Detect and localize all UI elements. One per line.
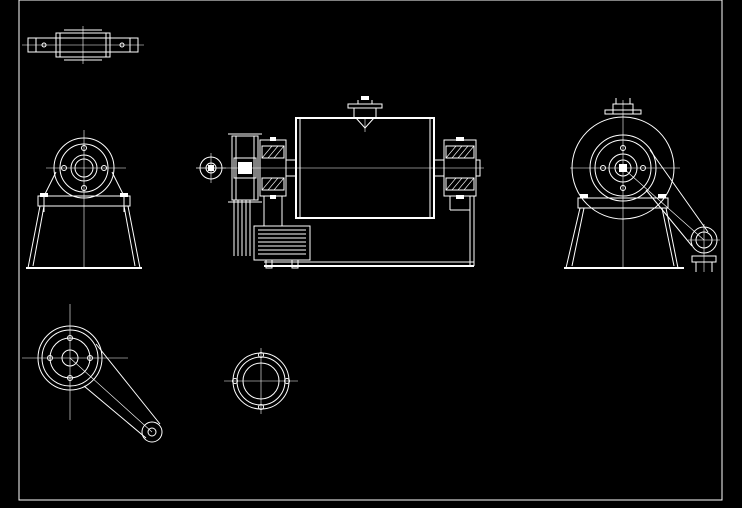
left-end-view-pedestal [26, 130, 142, 268]
drum-outer-circle [572, 117, 674, 219]
right-end-view-drive [564, 98, 720, 272]
front-elevation-cylinder [196, 96, 484, 268]
bottom-flange-view [224, 348, 298, 414]
drawing-border [19, 0, 722, 500]
motor-box [254, 226, 310, 260]
bottom-left-crank-view [22, 304, 162, 442]
top-plan-bearing-view [22, 26, 144, 64]
